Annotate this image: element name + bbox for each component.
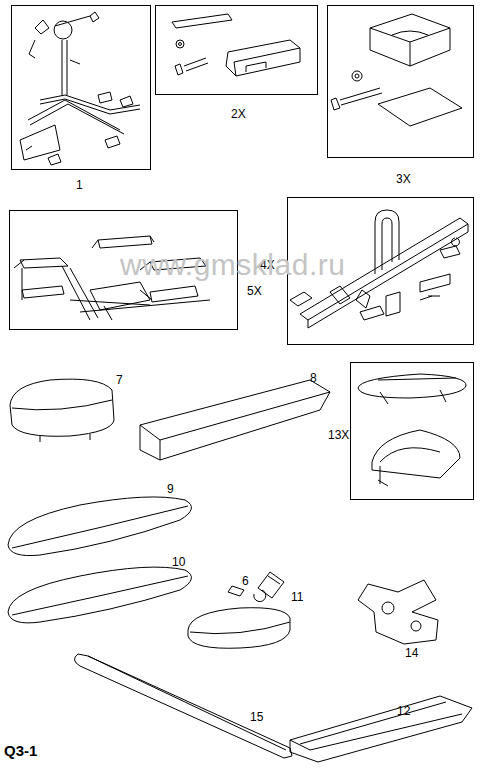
callout-number: 13X	[328, 429, 349, 441]
callout-number: 12	[397, 705, 410, 717]
callout-number: 6	[242, 575, 249, 587]
bike-carrier	[20, 12, 140, 165]
page-code: Q3-1	[4, 743, 37, 758]
callout-number: 2X	[231, 108, 246, 120]
roof-rail	[74, 654, 292, 758]
watermark: www.gmsklad.ru	[120, 250, 345, 280]
callout-number: 10	[172, 556, 185, 568]
part-panel: 3X	[327, 5, 474, 158]
part-panel: 1	[11, 5, 151, 170]
mounting-bracket	[358, 580, 438, 644]
lock-cylinder	[228, 572, 284, 602]
roof-boxes	[8, 379, 472, 762]
board-holder	[358, 374, 466, 486]
callout-number: 5X	[247, 285, 262, 297]
callout-number: 15	[250, 711, 263, 723]
part-panel: 2X	[155, 5, 318, 95]
callout-number: 3X	[396, 173, 411, 185]
part-panel: 13X	[350, 362, 474, 500]
callout-number: 9	[167, 483, 174, 495]
callout-number: 11	[291, 591, 303, 603]
callout-number: 8	[310, 372, 317, 384]
mounting-set	[331, 14, 462, 126]
mounting-set	[172, 14, 300, 76]
callout-number: 1	[76, 179, 83, 191]
callout-number: 14	[405, 647, 418, 659]
callout-number: 7	[116, 374, 123, 386]
